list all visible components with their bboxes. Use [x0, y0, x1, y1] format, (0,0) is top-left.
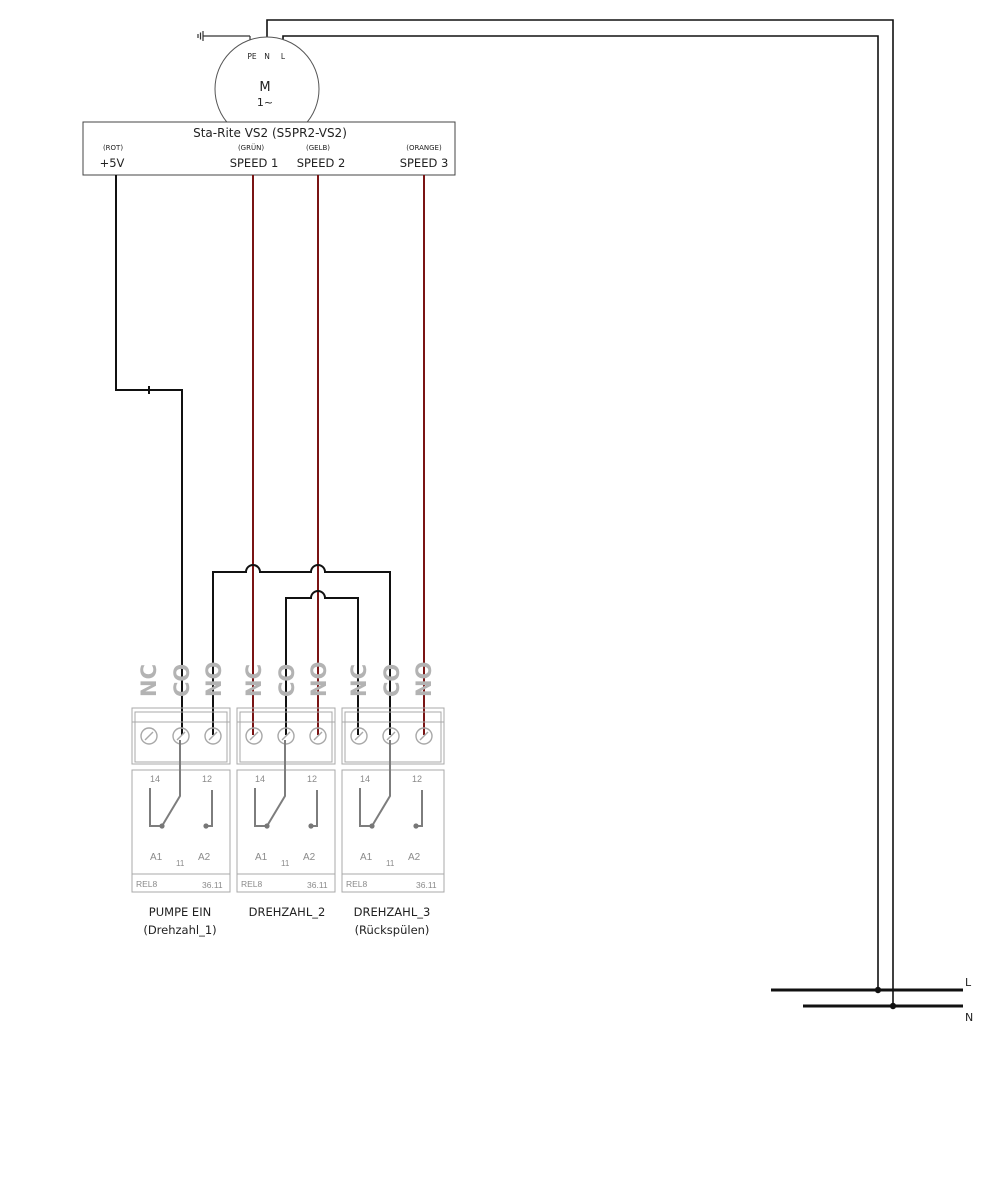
relay-3-pin-11: 11 — [386, 859, 395, 868]
relay-3-no-label: NO — [412, 662, 436, 697]
relay-2-terminal-nc — [245, 727, 263, 745]
relay-2-terminal-no — [309, 727, 327, 745]
relay-2-pin-11: 11 — [281, 859, 290, 868]
pin-speed2-label: SPEED 2 — [297, 156, 346, 170]
relay-2-nc-label: NC — [242, 664, 266, 697]
relay-1-pin-12: 12 — [202, 774, 212, 784]
controller-box — [82, 121, 456, 176]
wire-5v — [115, 175, 183, 735]
pin-speed1-label: SPEED 1 — [230, 156, 279, 170]
relay-2-type: 36.11 — [307, 880, 328, 890]
motor-symbol: M — [259, 80, 270, 95]
motor-pe-label: PE — [247, 52, 257, 61]
n-bus-label: N — [965, 1011, 973, 1024]
l-bus-label: L — [965, 976, 972, 989]
relay-1-pin-14: 14 — [150, 774, 160, 784]
relay-3: NC CO NO 14 12 A1 11 A2 REL8 36.11 — [341, 662, 445, 893]
relay-3-caption-line1: DREHZAHL_3 — [354, 905, 431, 919]
relay-3-terminal-no — [415, 727, 433, 745]
relay-1-nc-label: NC — [137, 664, 161, 697]
relay-1-model: REL8 — [136, 879, 158, 889]
motor-phase: 1~ — [257, 96, 273, 109]
relay-3-coil-a1: A1 — [360, 852, 373, 863]
relay-3-type: 36.11 — [416, 880, 437, 890]
relay-3-nc-label: NC — [347, 664, 371, 697]
n-junction-dot — [889, 1002, 897, 1010]
relay-3-caption-line2: (Rückspülen) — [355, 923, 430, 937]
pin-speed1-color: (GRÜN) — [238, 143, 264, 152]
controller-title: Sta-Rite VS2 (S5PR2-VS2) — [193, 126, 347, 140]
relay-1-terminal-no — [204, 727, 222, 745]
relay-2-coil-a2: A2 — [303, 852, 316, 863]
relay-2-coil-a1: A1 — [255, 852, 268, 863]
wire-bridge-lower — [285, 590, 359, 735]
relay-captions: PUMPE EIN (Drehzahl_1) DREHZAHL_2 DREHZA… — [143, 905, 430, 937]
motor: PE N L M 1~ — [214, 36, 320, 142]
pin-speed3-color: (ORANGE) — [406, 144, 442, 152]
relay-1-caption-line2: (Drehzahl_1) — [143, 923, 216, 937]
relay-3-co-label: CO — [380, 664, 404, 697]
signal-wires — [115, 175, 425, 735]
relay-3-pin-12: 12 — [412, 774, 422, 784]
neutral-wire — [266, 19, 894, 1006]
relay-3-pin-14: 14 — [360, 774, 370, 784]
relay-1: NC CO NO 14 12 A1 11 A2 REL8 36.11 — [131, 662, 231, 893]
relay-1-coil-a1: A1 — [150, 852, 163, 863]
pin-speed2-color: (GELB) — [306, 144, 330, 152]
relay-1-no-label: NO — [202, 662, 226, 697]
pin-5v-color: (ROT) — [103, 144, 123, 152]
controller: Sta-Rite VS2 (S5PR2-VS2) (ROT) +5V (GRÜN… — [82, 121, 456, 176]
relay-3-coil-a2: A2 — [408, 852, 421, 863]
relay-2-caption-line1: DREHZAHL_2 — [249, 905, 326, 919]
relay-1-co-label: CO — [170, 664, 194, 697]
relay-1-terminal-nc — [140, 727, 158, 745]
motor-l-label: L — [281, 52, 286, 61]
relay-2-model: REL8 — [241, 879, 263, 889]
relay-2: NC CO NO 14 12 A1 11 A2 REL8 36.11 — [236, 662, 336, 893]
relay-2-no-label: NO — [307, 662, 331, 697]
pin-5v-label: +5V — [100, 156, 125, 170]
relay-3-terminal-nc — [350, 727, 368, 745]
wire-bridge-upper — [212, 564, 391, 735]
relay-1-caption-line1: PUMPE EIN — [149, 905, 211, 919]
relay-1-coil-a2: A2 — [198, 852, 211, 863]
relay-2-pin-12: 12 — [307, 774, 317, 784]
pin-speed3-label: SPEED 3 — [400, 156, 449, 170]
relay-3-model: REL8 — [346, 879, 368, 889]
relay-1-type: 36.11 — [202, 880, 223, 890]
mains-bus: L N — [771, 976, 973, 1024]
relay-2-pin-14: 14 — [255, 774, 265, 784]
line-wire — [282, 35, 879, 990]
relay-2-co-label: CO — [275, 664, 299, 697]
l-junction-dot — [874, 986, 882, 994]
relay-1-pin-11: 11 — [176, 859, 185, 868]
motor-n-label: N — [264, 52, 270, 61]
